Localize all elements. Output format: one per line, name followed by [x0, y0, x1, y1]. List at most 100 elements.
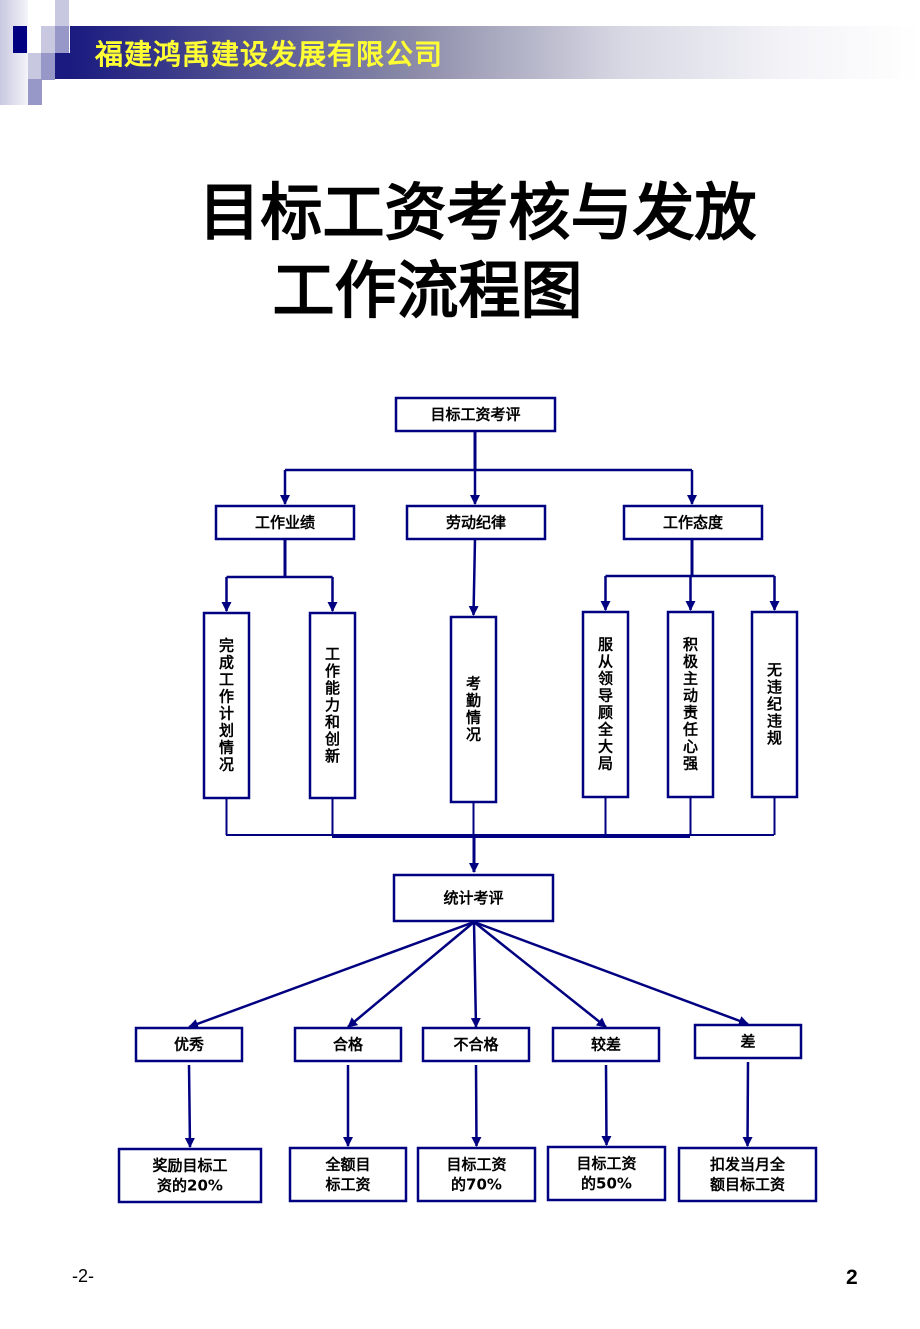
- grade-node: 较差: [551, 1026, 661, 1063]
- grade-node: 不合格: [421, 1026, 531, 1063]
- grade-node-label: 差: [740, 1033, 755, 1051]
- aggregate-node-border: [392, 873, 555, 923]
- criterion-node-char: 规: [767, 729, 782, 747]
- category-node-border: [405, 504, 547, 541]
- criterion-node-char: 动: [683, 687, 698, 705]
- footer-page-number: 2: [846, 1266, 858, 1289]
- criterion-node-char: 况: [466, 726, 481, 744]
- category-node-label: 工作态度: [663, 514, 724, 532]
- edge-grade-to-result: [184, 1064, 195, 1148]
- result-node-label: 额目标工资: [710, 1176, 785, 1194]
- category-node-border: [214, 504, 356, 541]
- category-node-label: 劳动纪律: [446, 514, 506, 532]
- criterion-node-char: 大: [598, 738, 613, 756]
- criterion-node-char: 计: [219, 705, 234, 723]
- result-node-label: 奖励目标工: [152, 1157, 227, 1175]
- grade-node: 合格: [293, 1026, 403, 1063]
- result-node-border: [546, 1145, 667, 1202]
- root-node-border: [394, 396, 557, 433]
- category-node: 工作业绩: [214, 504, 356, 541]
- criterion-node-border: [202, 611, 251, 800]
- edge-category-to-item: [468, 538, 479, 616]
- decor-square: [41, 53, 55, 80]
- header-banner: [70, 26, 920, 79]
- criterion-node-char: 工: [325, 645, 340, 663]
- criterion-node-char: 情: [466, 709, 481, 727]
- edge-grade-to-result: [742, 1061, 753, 1147]
- grade-node-label: 不合格: [453, 1036, 499, 1054]
- criterion-node-char: 积: [683, 636, 698, 654]
- criterion-node-char: 况: [219, 756, 234, 774]
- criterion-node-char: 从: [598, 653, 613, 671]
- criterion-node-char: 全: [597, 721, 614, 739]
- result-node-label: 目标工资: [576, 1155, 636, 1173]
- page-title-line2: 工作流程图: [272, 254, 583, 327]
- criterion-node-char: 考: [466, 675, 481, 693]
- criterion-node-char: 顾: [598, 704, 613, 722]
- criterion-node-char: 导: [598, 687, 613, 705]
- category-node-label: 工作业绩: [255, 514, 315, 532]
- criterion-node-char: 任: [682, 721, 698, 739]
- criterion-node-char: 勤: [466, 692, 481, 710]
- footer-page-label: -2-: [72, 1266, 94, 1286]
- result-node-label: 扣发当月全: [710, 1156, 786, 1174]
- grade-node-border: [693, 1023, 803, 1060]
- criterion-node-border: [449, 615, 498, 804]
- decor-square: [55, 0, 69, 26]
- category-node: 劳动纪律: [405, 504, 547, 541]
- company-name: 福建鸿禹建设发展有限公司: [95, 38, 444, 71]
- criterion-node-char: 划: [219, 722, 234, 740]
- criterion-node-char: 领: [597, 670, 613, 688]
- decor-square: [55, 26, 69, 53]
- criterion-node-char: 力: [325, 696, 340, 714]
- result-node-border: [117, 1147, 263, 1204]
- criterion-node-char: 新: [325, 747, 340, 765]
- edge-aggregate-to-grade: [473, 920, 749, 1026]
- aggregate-node-label: 统计考评: [443, 889, 503, 907]
- edge-aggregate-to-grade: [347, 921, 475, 1028]
- criterion-node-border: [308, 611, 357, 800]
- edge-grade-to-result: [471, 1064, 482, 1147]
- result-node-label: 的50%: [581, 1175, 632, 1193]
- result-node-label: 全额目: [324, 1156, 370, 1174]
- edge-aggregate-to-grade: [473, 921, 607, 1028]
- criterion-node-char: 成: [219, 654, 234, 672]
- decor-square: [28, 53, 42, 80]
- result-node-border: [288, 1146, 408, 1203]
- criterion-node-char: 完: [219, 637, 234, 655]
- page-title-line1: 目标工资考核与发放: [198, 176, 757, 249]
- criterion-node-char: 纪: [767, 695, 782, 713]
- root-node: 目标工资考评: [394, 396, 557, 433]
- grade-node-border: [551, 1026, 661, 1063]
- decor-square: [55, 53, 70, 79]
- category-node: 工作态度: [622, 504, 764, 541]
- result-node-label: 目标工资: [446, 1156, 506, 1174]
- criterion-node-char: 情: [219, 739, 234, 757]
- decor-square: [41, 26, 56, 53]
- decor-square: [13, 26, 27, 53]
- grade-node-label: 合格: [332, 1036, 364, 1054]
- criterion-node-char: 违: [767, 678, 782, 696]
- result-node-border: [677, 1146, 818, 1203]
- criterion-node-char: 创: [324, 730, 340, 748]
- root-node-label: 目标工资考评: [430, 406, 520, 424]
- criterion-node-border: [666, 610, 715, 799]
- grade-node-label: 优秀: [174, 1036, 205, 1054]
- grade-node: 差: [693, 1023, 803, 1060]
- criterion-node-char: 心: [683, 738, 698, 756]
- grade-node-border: [134, 1026, 244, 1063]
- result-node-border: [416, 1146, 537, 1203]
- edge-aggregate-to-grade: [188, 920, 475, 1029]
- criterion-node-char: 服: [598, 636, 614, 654]
